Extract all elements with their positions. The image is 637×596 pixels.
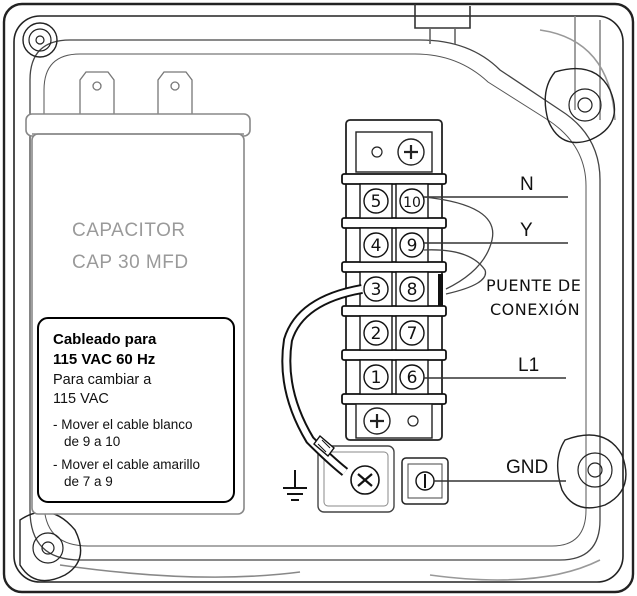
- label-l1: L1: [518, 355, 539, 376]
- terminal-4: 4: [371, 236, 382, 256]
- ground-icon: [283, 470, 307, 501]
- note-bullet2: - Mover el cable amarillo: [53, 457, 200, 472]
- terminal-6: 6: [407, 368, 418, 388]
- wiring-note: Cableado para 115 VAC 60 Hz Para cambiar…: [37, 317, 235, 503]
- capacitor-rating: CAP 30 MFD: [72, 252, 189, 273]
- note-title-line2: 115 VAC 60 Hz: [53, 351, 155, 368]
- ground-wire: [281, 284, 363, 476]
- label-gnd: GND: [506, 457, 548, 478]
- capacitor-tab-right: [157, 71, 193, 116]
- bridge-bar: [438, 274, 443, 306]
- note-bullet1: - Mover el cable blanco: [53, 417, 193, 432]
- terminal-3: 3: [371, 280, 382, 300]
- terminal-7: 7: [407, 324, 418, 344]
- label-bridge-line2: CONEXIÓN: [490, 300, 580, 319]
- note-title-line1: Cableado para: [53, 331, 157, 348]
- capacitor-cap: [25, 113, 251, 137]
- mounting-hole-top-left: [22, 22, 58, 58]
- terminal-8: 8: [407, 280, 418, 300]
- capacitor-label: CAPACITOR: [72, 220, 186, 241]
- terminal-2: 2: [371, 324, 382, 344]
- note-bullet1-cont: de 9 a 10: [64, 434, 120, 449]
- capacitor-tab-left: [79, 71, 115, 116]
- mounting-hole-bottom-right: [557, 434, 627, 509]
- terminal-block: 5 10 4 9 3 8 2 7 1 6: [341, 119, 447, 441]
- terminal-bottom-cap: [355, 403, 433, 439]
- terminal-10: 10: [403, 195, 421, 211]
- terminal-separators: [341, 173, 447, 405]
- terminal-9: 9: [407, 236, 418, 256]
- label-n: N: [520, 174, 534, 195]
- note-line3: Para cambiar a: [53, 372, 152, 388]
- terminal-5: 5: [371, 192, 382, 212]
- mounting-hole-top-right: [544, 67, 616, 144]
- terminal-1: 1: [371, 368, 382, 388]
- terminal-top-cap: [355, 131, 433, 173]
- note-bullet2-cont: de 7 a 9: [64, 474, 113, 489]
- mounting-hole-bottom-left: [19, 511, 82, 582]
- label-y: Y: [520, 220, 533, 241]
- note-line4: 115 VAC: [53, 391, 109, 407]
- label-bridge-line1: PUENTE DE: [486, 276, 581, 295]
- jumper-wire: [423, 196, 494, 295]
